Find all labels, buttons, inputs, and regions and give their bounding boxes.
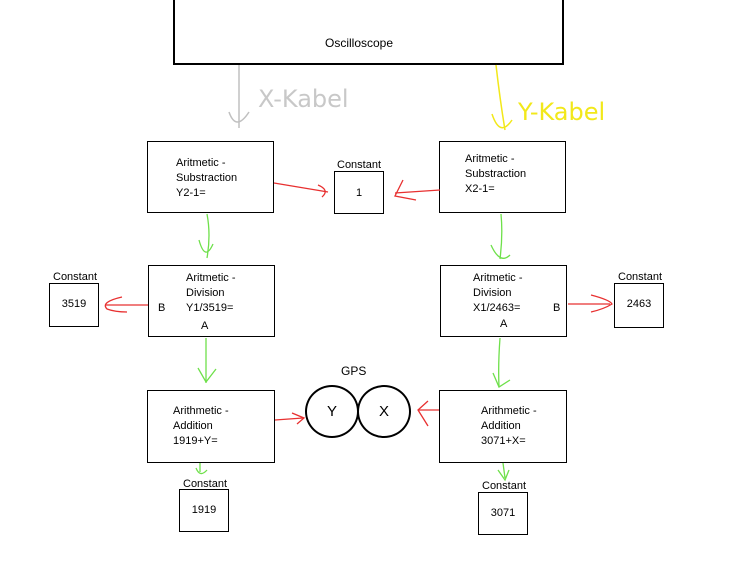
gps-x-label: X [378, 403, 389, 420]
x-cable-arrow [228, 65, 250, 128]
constant-3071-title: Constant [482, 480, 527, 492]
division-y-text: Aritmetic - Division Y1/3519= [186, 271, 236, 316]
flow-sub-x-to-div-x [490, 213, 511, 260]
block-line: Addition [173, 420, 213, 432]
addition-y-text: Arithmetic - Addition 1919+Y= [173, 404, 229, 449]
addition-block-y[interactable]: Arithmetic - Addition 1919+Y= [147, 390, 275, 463]
block-line: Aritmetic - [186, 272, 236, 284]
link-add-y-to-gps-y [274, 412, 306, 425]
constant-1919-value: 1919 [191, 504, 217, 516]
block-line: X2-1= [465, 183, 495, 195]
link-div-y-to-const-3519 [104, 296, 148, 313]
constant-3071-block[interactable]: 3071 [478, 492, 528, 535]
block-line: 1919+Y= [173, 435, 218, 447]
block-line: Arithmetic - [481, 405, 537, 417]
block-line: Y2-1= [176, 187, 206, 199]
block-line: Aritmetic - [473, 272, 523, 284]
block-line: Addition [481, 420, 521, 432]
flow-sub-y-to-div-y [198, 213, 214, 259]
x-cable-label: X-Kabel [258, 85, 349, 113]
constant-1-title: Constant [337, 159, 382, 171]
constant-3519-value: 3519 [61, 298, 87, 310]
flow-div-x-to-add-x [492, 337, 511, 388]
constant-1919-title: Constant [183, 478, 228, 490]
constant-2463-value: 2463 [626, 298, 652, 310]
subtraction-block-y[interactable]: Aritmetic - Substraction Y2-1= [147, 141, 274, 213]
constant-3519-block[interactable]: 3519 [49, 283, 99, 327]
flow-div-y-to-add-y [197, 338, 217, 384]
division-y-port-b[interactable]: B [158, 302, 166, 314]
addition-x-text: Arithmetic - Addition 3071+X= [481, 404, 537, 449]
y-cable-arrow [491, 64, 513, 131]
y-cable-label: Y-Kabel [517, 98, 605, 126]
flow-add-y-to-const-1919 [195, 463, 208, 475]
division-x-port-a[interactable]: A [500, 318, 508, 330]
link-sub-x-to-const-1 [394, 179, 441, 201]
block-line: X1/2463= [473, 302, 521, 314]
subtraction-block-x[interactable]: Aritmetic - Substraction X2-1= [439, 141, 566, 213]
block-line: Aritmetic - [176, 157, 226, 169]
division-block-y[interactable]: Aritmetic - Division Y1/3519= B A [148, 265, 275, 337]
subtraction-y-text: Aritmetic - Substraction Y2-1= [176, 156, 237, 201]
division-block-x[interactable]: Aritmetic - Division X1/2463= B A [440, 265, 567, 337]
constant-3519-title: Constant [53, 271, 98, 283]
oscilloscope-label: Oscilloscope [325, 36, 394, 50]
addition-block-x[interactable]: Arithmetic - Addition 3071+X= [439, 390, 567, 463]
oscilloscope-block[interactable]: Oscilloscope [173, 0, 564, 65]
division-x-port-b[interactable]: B [553, 302, 561, 314]
block-line: Substraction [176, 172, 238, 184]
link-div-x-to-const-2463 [568, 294, 613, 313]
block-line: Division [186, 287, 225, 299]
gps-x-input[interactable]: X [357, 385, 411, 438]
flow-add-x-to-const-3071 [497, 462, 510, 482]
block-line: Y1/3519= [186, 302, 234, 314]
gps-title: GPS [341, 364, 367, 378]
division-y-port-a[interactable]: A [201, 320, 209, 332]
block-line: Substraction [465, 168, 527, 180]
subtraction-x-text: Aritmetic - Substraction X2-1= [465, 152, 526, 197]
constant-2463-block[interactable]: 2463 [614, 283, 664, 328]
block-line: Aritmetic - [465, 153, 515, 165]
block-line: 3071+X= [481, 435, 526, 447]
division-x-text: Aritmetic - Division X1/2463= [473, 271, 523, 316]
link-sub-y-to-const-1 [273, 182, 329, 198]
constant-3071-value: 3071 [490, 507, 516, 519]
gps-y-input[interactable]: Y [305, 385, 359, 438]
link-add-x-to-gps-x [417, 400, 439, 427]
constant-1-block[interactable]: 1 [334, 171, 384, 214]
block-line: Division [473, 287, 512, 299]
constant-1919-block[interactable]: 1919 [179, 489, 229, 532]
gps-y-label: Y [326, 403, 337, 420]
constant-2463-title: Constant [618, 271, 663, 283]
block-line: Arithmetic - [173, 405, 229, 417]
constant-1-value: 1 [355, 187, 363, 199]
